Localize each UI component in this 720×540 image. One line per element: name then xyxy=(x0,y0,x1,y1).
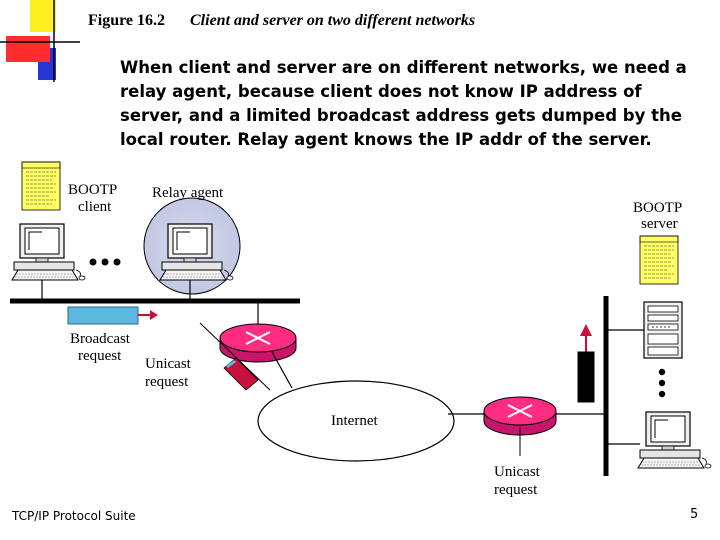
internet-ellipse xyxy=(257,380,455,462)
bootp-client-label-1: BOOTP xyxy=(68,182,117,198)
server-lan-computer-icon xyxy=(637,411,712,469)
router-left-to-internet-line xyxy=(271,351,293,389)
router-left-icon xyxy=(219,323,297,363)
footer-source: TCP/IP Protocol Suite xyxy=(12,509,136,523)
unicast-request-right-label-2: request xyxy=(494,482,538,498)
broadcast-request-label-2: request xyxy=(78,348,122,364)
relay-agent-label: Relay agent xyxy=(152,185,224,201)
unicast-request-left-label-2: request xyxy=(145,374,189,390)
ellipsis-dots-left xyxy=(89,258,121,266)
corner-yellow-square xyxy=(30,0,56,32)
bootp-server-note-icon xyxy=(639,235,679,285)
bootp-client-computer-icon xyxy=(11,223,86,281)
figure-title: Client and server on two different netwo… xyxy=(190,12,476,29)
bootp-server-label-2: server xyxy=(641,216,678,232)
corner-red-square xyxy=(6,36,50,62)
bootp-server-tower-icon xyxy=(643,301,683,359)
corner-decoration xyxy=(0,0,80,82)
broadcast-request-packet xyxy=(67,306,158,325)
router-right-icon xyxy=(483,396,557,436)
unicast-left-arrow-line xyxy=(199,322,271,391)
network-diagram: BOOTP client Relay agent BOOTP server Br… xyxy=(10,161,712,498)
bootp-client-label-2: client xyxy=(78,199,112,215)
figure-number: Figure 16.2 xyxy=(88,12,166,29)
unicast-request-left-packet xyxy=(223,357,259,391)
page-number: 5 xyxy=(690,507,699,522)
bootp-server-label-1: BOOTP xyxy=(633,200,682,216)
broadcast-request-label-1: Broadcast xyxy=(70,331,131,347)
internet-label: Internet xyxy=(331,413,378,429)
unicast-request-up-packet xyxy=(577,324,595,403)
bootp-client-note-icon xyxy=(21,161,61,211)
unicast-request-right-label-1: Unicast xyxy=(494,464,541,480)
unicast-request-left-label-1: Unicast xyxy=(145,356,192,372)
ellipsis-dots-right xyxy=(658,368,666,398)
body-text: When client and server are on different … xyxy=(120,58,687,149)
